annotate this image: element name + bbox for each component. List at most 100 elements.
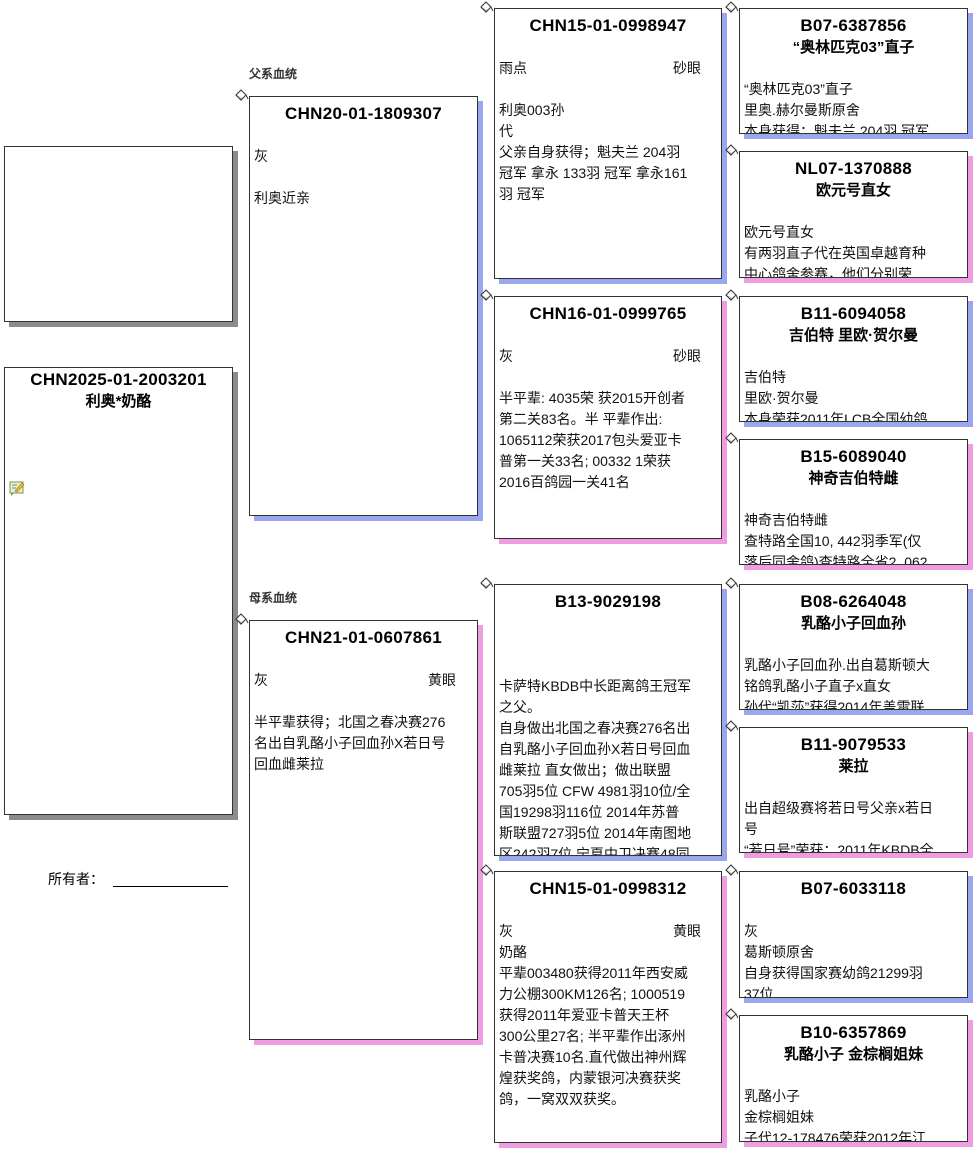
note-line: 鸽，一窝双双获奖。 bbox=[499, 1091, 625, 1107]
eye-value: 黄眼 bbox=[428, 672, 456, 688]
note-line: 里欧·贺尔曼 bbox=[744, 390, 819, 406]
color-eye-row: 灰 bbox=[250, 146, 477, 167]
paint-bucket-icon[interactable] bbox=[723, 1007, 739, 1023]
paint-bucket-icon[interactable] bbox=[478, 576, 494, 592]
note-line: 300公里27名; 半平辈作出涿州 bbox=[499, 1028, 686, 1044]
great-grandparent-ring: B11-6094058 bbox=[800, 304, 907, 323]
note-line: 铭鸽乳酪小子直子x直女 bbox=[744, 678, 891, 694]
note-line: 获得2011年爱亚卡普天王杯 bbox=[499, 1007, 670, 1023]
note-line: 里奥.赫尔曼斯原舍 bbox=[744, 102, 860, 118]
photo-box[interactable] bbox=[4, 146, 233, 322]
dam-ring: CHN21-01-0607861 bbox=[285, 628, 442, 647]
paint-bucket-icon[interactable] bbox=[233, 612, 249, 628]
note-line: 欧元号直女 bbox=[744, 224, 814, 240]
great-grandparent-card[interactable]: B07-6387856“奥林匹克03”直子“奥林匹克03”直子里奥.赫尔曼斯原舍… bbox=[739, 8, 968, 134]
note-line: “若日号”荣获：2011年KBDB全 bbox=[744, 842, 934, 853]
note-line: “奥林匹克03”直子 bbox=[744, 81, 853, 97]
owner-input-line[interactable] bbox=[113, 886, 228, 887]
note-line: 回血雌莱拉 bbox=[254, 756, 324, 772]
color-eye-row: 灰黄眼 bbox=[250, 670, 477, 691]
note-line: 自乳酪小子回血孙X若日号回血 bbox=[499, 741, 691, 757]
note-line bbox=[495, 37, 721, 58]
note-line: 有两羽直子代在英国卓越育种 bbox=[744, 245, 926, 261]
owner-label: 所有者： bbox=[48, 871, 104, 887]
note-line: 斯联盟727羽5位 2014年南图地 bbox=[499, 825, 692, 841]
paint-bucket-icon[interactable] bbox=[723, 576, 739, 592]
note-line: 子代12-178476荣获2012年江 bbox=[744, 1130, 927, 1142]
note-line: 37位 bbox=[744, 986, 774, 998]
paint-bucket-icon[interactable] bbox=[478, 863, 494, 879]
grandparent-ring: B13-9029198 bbox=[554, 592, 662, 611]
note-line: 利奥近亲 bbox=[254, 190, 310, 206]
note-line: 父亲自身获得；魁夫兰 204羽 bbox=[499, 144, 681, 160]
note-line: 灰 bbox=[744, 923, 758, 939]
note-line bbox=[495, 900, 721, 921]
color-eye-row: 雨点砂眼 bbox=[495, 58, 721, 79]
grandparent-ring: CHN15-01-0998947 bbox=[529, 16, 687, 35]
note-line: 名出自乳酪小子回血孙X若日号 bbox=[254, 735, 446, 751]
note-line: 金棕榈姐妹 bbox=[744, 1109, 814, 1125]
dam-card[interactable]: CHN21-01-0607861 灰黄眼半平辈获得；北国之春决赛276 名出自乳酪小… bbox=[249, 620, 478, 1040]
paint-bucket-icon[interactable] bbox=[723, 863, 739, 879]
note-line bbox=[250, 649, 477, 670]
note-line: 乳酪小子回血孙.出自葛斯顿大 bbox=[744, 657, 930, 673]
note-line: 查特路全国10, 442羽季军(仅 bbox=[744, 533, 922, 549]
note-line bbox=[495, 367, 721, 388]
note-line: 半平辈: 4035荣 获2015开创者 bbox=[499, 390, 685, 406]
color-value: 灰 bbox=[254, 148, 268, 164]
paint-bucket-icon[interactable] bbox=[233, 88, 249, 104]
note-line bbox=[740, 634, 967, 655]
note-line: 半平辈获得；北国之春决赛276 bbox=[254, 714, 446, 730]
paint-bucket-icon[interactable] bbox=[723, 288, 739, 304]
paint-bucket-icon[interactable] bbox=[478, 0, 494, 16]
great-grandparent-name: 乳酪小子 金棕榈姐妹 bbox=[783, 1046, 924, 1063]
paint-bucket-icon[interactable] bbox=[478, 288, 494, 304]
great-grandparent-ring: B10-6357869 bbox=[800, 1023, 907, 1042]
note-line: 之父。 bbox=[499, 699, 541, 715]
note-line: 葛斯顿原舍 bbox=[744, 944, 814, 960]
note-line: 出自超级赛将若日号父亲x若日 bbox=[744, 800, 933, 816]
paint-bucket-icon[interactable] bbox=[723, 143, 739, 159]
grandparent-ring: CHN15-01-0998312 bbox=[529, 879, 687, 898]
note-line: 国19298羽116位 2014年苏普 bbox=[499, 804, 680, 820]
note-line: 煌获奖鸽，内蒙银河决赛获奖 bbox=[499, 1070, 681, 1086]
great-grandparent-ring: B07-6387856 bbox=[800, 16, 907, 35]
note-line bbox=[740, 58, 967, 79]
subject-card[interactable]: CHN2025-01-2003201 利奥*奶酪 bbox=[4, 367, 233, 815]
note-line bbox=[250, 125, 477, 146]
color-value: 雨点 bbox=[499, 60, 527, 76]
sire-line-label: 父系血统 bbox=[249, 67, 298, 81]
color-value: 灰 bbox=[499, 348, 513, 364]
great-grandparent-ring: NL07-1370888 bbox=[794, 159, 912, 178]
great-grandparent-name: “奥林匹克03”直子 bbox=[792, 39, 915, 56]
note-line: 卡普决赛10名.直代做出神州辉 bbox=[499, 1049, 687, 1065]
eye-value: 黄眼 bbox=[673, 923, 701, 939]
paint-bucket-icon[interactable] bbox=[723, 719, 739, 735]
note-line: 代 bbox=[499, 123, 513, 139]
note-line: 羽 冠军 bbox=[499, 186, 545, 202]
note-line bbox=[740, 201, 967, 222]
note-line: 落后同舍鸽)查特路全省2, 062 bbox=[744, 554, 928, 565]
note-line: 普第一关33名; 00332 1荣获 bbox=[499, 453, 671, 469]
note-line: 自身获得国家赛幼鸽21299羽 bbox=[744, 965, 923, 981]
paint-bucket-icon[interactable] bbox=[723, 431, 739, 447]
note-line: 雌莱拉 直女做出；做出联盟 bbox=[499, 762, 671, 778]
note-edit-icon[interactable] bbox=[9, 480, 25, 496]
great-grandparent-ring: B15-6089040 bbox=[800, 447, 907, 466]
note-line bbox=[740, 346, 967, 367]
color-value: 灰 bbox=[499, 923, 513, 939]
paint-bucket-icon[interactable] bbox=[723, 0, 739, 16]
